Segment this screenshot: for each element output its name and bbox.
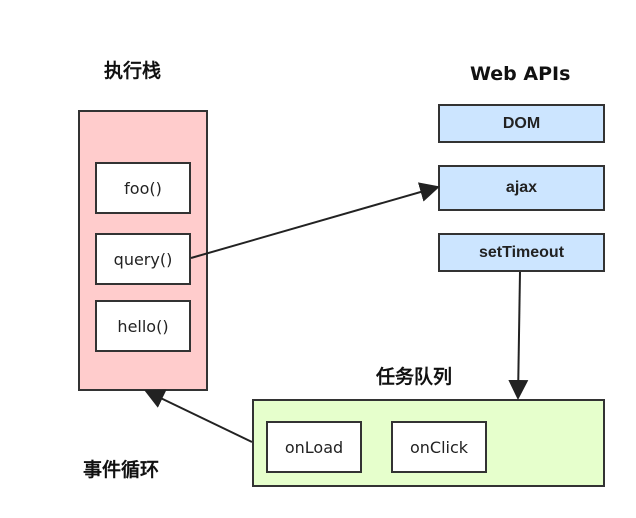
web-api-set-timeout: setTimeout <box>438 233 605 272</box>
web-api-dom: DOM <box>438 104 605 143</box>
queue-item-onclick: onClick <box>391 421 487 473</box>
stack-item-hello: hello() <box>95 300 191 352</box>
web-apis-title: Web APIs <box>470 63 571 85</box>
web-api-ajax: ajax <box>438 165 605 211</box>
stack-item-foo: foo() <box>95 162 191 214</box>
task-queue-to-call-stack-arrow <box>144 389 253 443</box>
settimeout-to-task-queue-arrow <box>508 271 529 400</box>
query-to-ajax-arrow <box>190 182 440 259</box>
queue-item-onload: onLoad <box>266 421 362 473</box>
task-queue-title: 任务队列 <box>376 366 453 388</box>
event-loop-title: 事件循环 <box>83 459 160 481</box>
stack-item-query: query() <box>95 233 191 285</box>
call-stack-title: 执行栈 <box>104 60 162 82</box>
